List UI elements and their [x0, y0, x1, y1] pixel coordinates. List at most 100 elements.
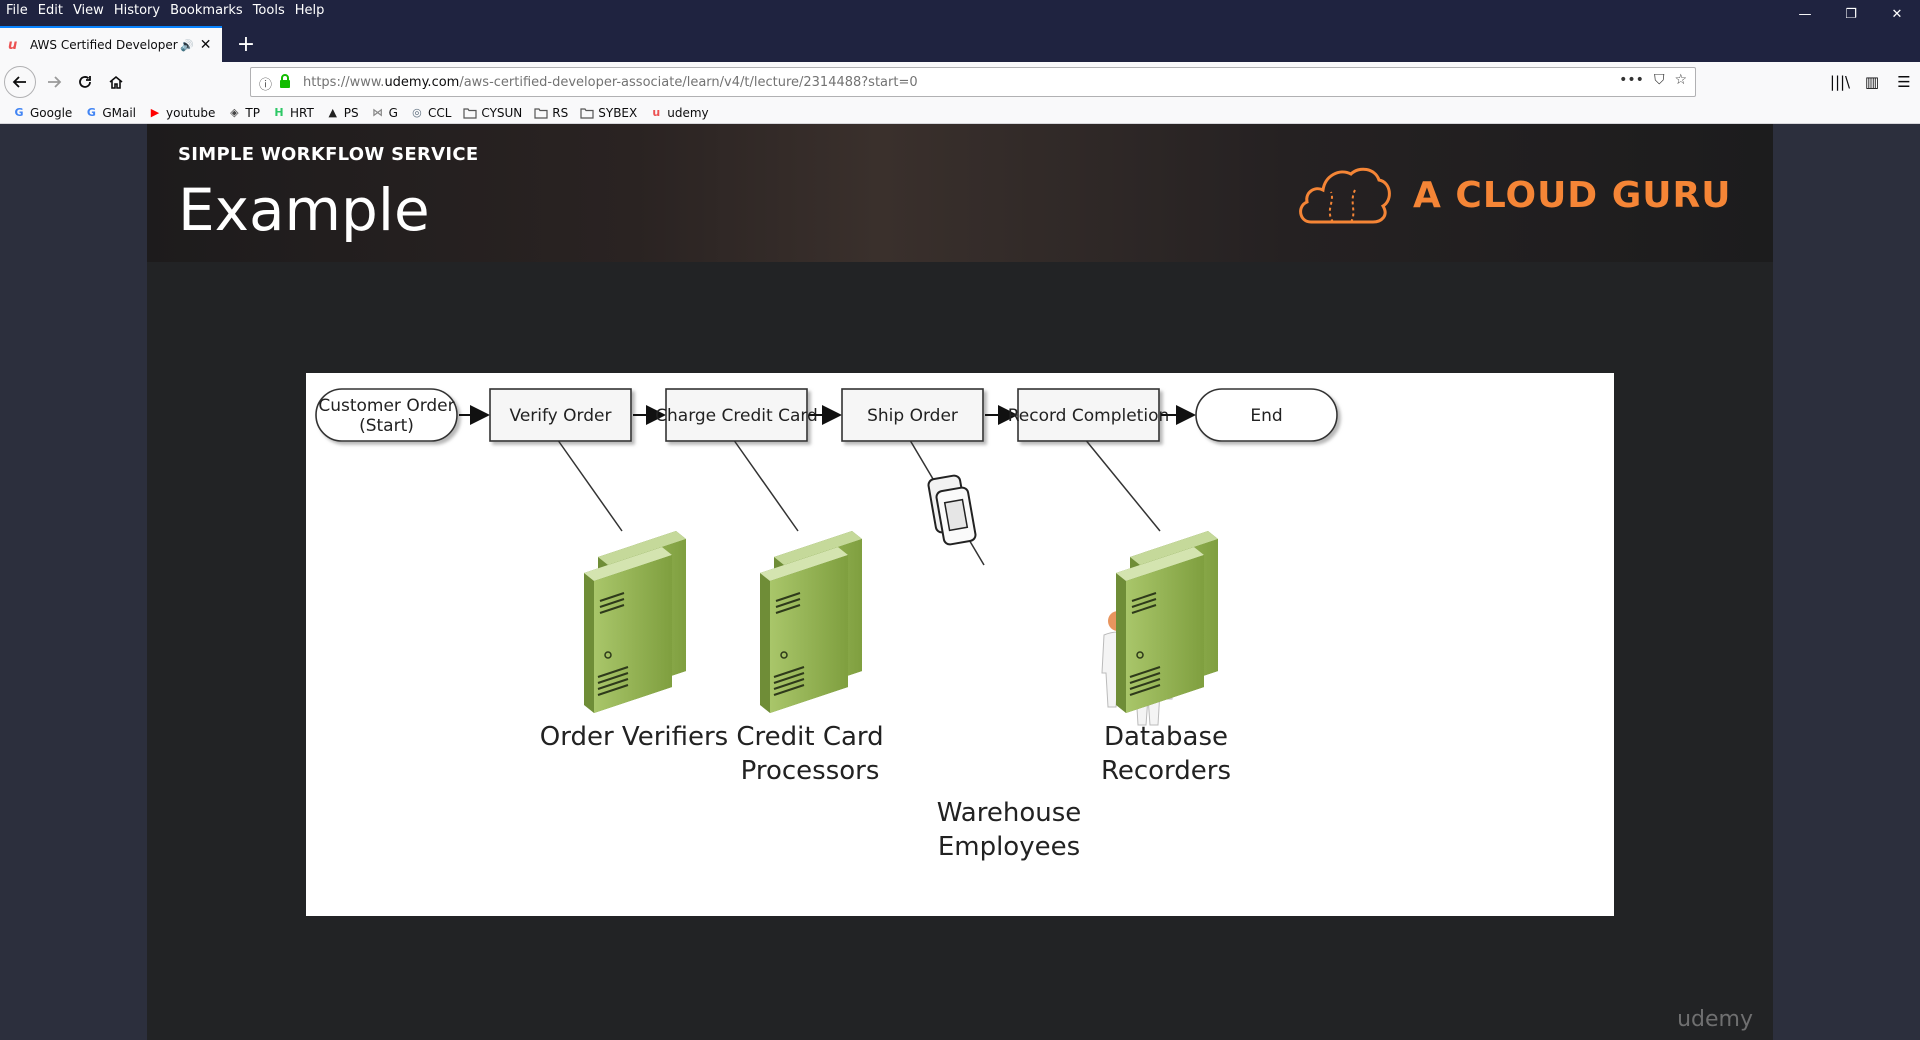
pocket-icon[interactable]: ⛉ [1653, 72, 1665, 88]
restore-button[interactable]: ❐ [1845, 6, 1857, 22]
workflow-step-5 [1195, 388, 1338, 442]
hamburger-menu-icon[interactable]: ☰ [1897, 73, 1911, 91]
worker-label-2: Processors [741, 756, 880, 786]
forward-button[interactable] [38, 66, 70, 98]
bookmark-tp[interactable]: ◈ TP [227, 106, 260, 120]
workflow-step-0 [315, 388, 458, 442]
server-icon [583, 530, 687, 714]
brand-name: A CLOUD GURU [1413, 174, 1732, 216]
lock-icon [280, 74, 290, 88]
step-box [489, 388, 632, 442]
menu-help[interactable]: Help [294, 3, 325, 18]
sidebar-icon[interactable]: ▥ [1864, 73, 1880, 91]
workflow-step-1 [489, 388, 632, 442]
bookmark-gmail[interactable]: G GMail [84, 106, 136, 120]
server-icon [759, 530, 863, 714]
bookmark-label: RS [552, 105, 569, 120]
info-icon[interactable]: ⓘ [259, 78, 273, 93]
library-icon[interactable]: |||\ [1829, 73, 1851, 91]
minimize-button[interactable]: — [1798, 6, 1812, 22]
ps-favicon-icon: ▲ [328, 106, 338, 119]
step-label: Verify Order [510, 406, 612, 426]
bookmark-ccl[interactable]: ◎CCL [410, 106, 451, 120]
star-icon[interactable]: ☆ [1674, 72, 1687, 88]
menu-tools[interactable]: Tools [252, 3, 285, 18]
bookmark-label: GMail [102, 105, 137, 120]
step-box [1195, 388, 1338, 442]
hrt-favicon-icon: H [274, 106, 284, 119]
workflow-step-4 [1017, 388, 1160, 442]
bookmark-label: G [388, 105, 398, 120]
worker-0: Order Verifiers [540, 530, 728, 752]
bookmark-label: TP [245, 105, 260, 120]
step-label: Charge Credit Card [655, 406, 818, 426]
google-favicon-icon: G [14, 106, 24, 119]
speaker-icon[interactable]: 🔊 [180, 38, 194, 52]
back-button[interactable] [4, 66, 36, 98]
slide-kicker: SIMPLE WORKFLOW SERVICE [178, 144, 479, 165]
step-box [315, 388, 458, 442]
worker-connector [1085, 440, 1161, 532]
close-window-button[interactable]: ✕ [1891, 6, 1903, 22]
worker-label: Database [1104, 722, 1228, 752]
menu-view[interactable]: View [72, 3, 104, 18]
new-tab-button[interactable]: + [236, 31, 256, 57]
home-button[interactable] [100, 66, 132, 98]
menu-items: File Edit View History Bookmarks Tools Help [6, 3, 332, 18]
step-label-2: (Start) [359, 416, 414, 436]
url-text: https://www.udemy.com/aws-certified-deve… [303, 75, 918, 90]
lecture-slide[interactable]: SIMPLE WORKFLOW SERVICE Example A CLOUD … [147, 124, 1773, 1040]
worker-connector [733, 440, 799, 532]
tp-favicon-icon: ◈ [230, 106, 239, 119]
close-tab-icon[interactable]: ✕ [199, 37, 212, 53]
tab-strip: u AWS Certified Developer - A 🔊 ✕ + [0, 22, 1920, 62]
bookmark-g[interactable]: ⋈G [371, 106, 398, 120]
bookmark-sybex[interactable]: SYBEX [580, 106, 637, 120]
reload-button[interactable] [69, 66, 101, 98]
udemy-favicon-icon: u [652, 106, 661, 119]
step-label: End [1250, 406, 1282, 426]
arrow-right-icon [48, 76, 62, 88]
step-label: Record Completion [1008, 406, 1170, 426]
bookmark-label: CYSUN [481, 105, 523, 120]
step-box [1017, 388, 1160, 442]
workflow-step-2 [665, 388, 808, 442]
worker-connector [557, 440, 623, 532]
bookmark-label: SYBEX [598, 105, 638, 120]
slide-header: SIMPLE WORKFLOW SERVICE Example A CLOUD … [147, 124, 1773, 262]
menu-file[interactable]: File [6, 3, 28, 18]
menu-edit[interactable]: Edit [37, 3, 63, 18]
tab-title: AWS Certified Developer - A [30, 38, 178, 52]
worker-label-2: Employees [938, 832, 1080, 862]
url-bar[interactable]: ⓘ https://www.udemy.com/aws-certified-de… [250, 67, 1696, 97]
tab-active[interactable]: u AWS Certified Developer - A 🔊 ✕ [0, 26, 222, 62]
worker-label: Warehouse [937, 798, 1082, 828]
step-box [665, 388, 808, 442]
toolbar-right: |||\ ▥ ☰ [1824, 66, 1920, 98]
bookmark-youtube[interactable]: ▶youtube [148, 106, 216, 120]
cloud-logo-icon [1299, 167, 1391, 224]
bookmark-rs[interactable]: RS [534, 106, 568, 120]
page-content: SIMPLE WORKFLOW SERVICE Example A CLOUD … [0, 124, 1920, 1040]
g-favicon-icon: ⋈ [372, 106, 384, 119]
menu-bookmarks[interactable]: Bookmarks [170, 3, 243, 18]
more-actions-icon[interactable]: ••• [1619, 72, 1644, 88]
url-domain: udemy.com [384, 75, 460, 90]
bookmark-ps[interactable]: ▲ PS [326, 106, 359, 120]
gmail-favicon-icon: G [86, 106, 96, 119]
worker-label-2: Recorders [1101, 756, 1231, 786]
menu-history[interactable]: History [113, 3, 161, 18]
bookmark-label: PS [343, 105, 359, 120]
bookmark-cysun[interactable]: CYSUN [463, 106, 522, 120]
